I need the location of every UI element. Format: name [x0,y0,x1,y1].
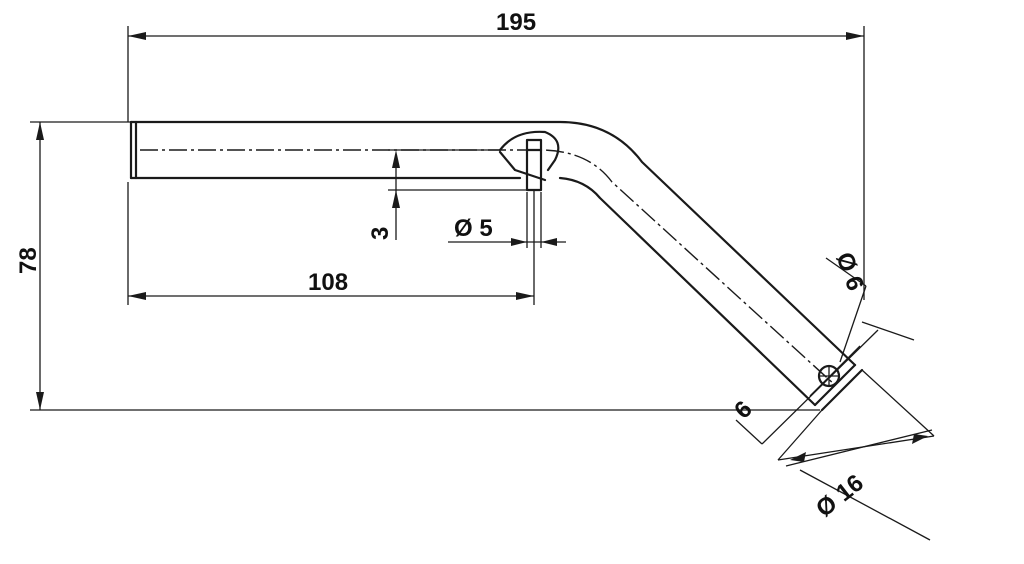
dimension-hole-offset: 3 [367,149,530,240]
dim-label-overall-height: 78 [15,247,42,274]
dimension-end-hole-offset: 6 [729,329,879,445]
dimension-overall-length: 195 [127,9,865,300]
dim-label-hole-offset: 3 [367,227,394,240]
dim-label-end-hole-diameter: Ø 6 [830,249,869,295]
dimension-hole-diameter: Ø 5 [448,192,566,248]
dim-label-tube-diameter: Ø 16 [811,469,869,522]
dimension-overall-height: 78 [15,121,820,411]
dim-label-straight-length: 108 [308,269,348,296]
dim-label-overall-length: 195 [496,9,536,36]
dimension-straight-length: 108 [127,182,535,305]
dim-label-hole-diameter: Ø 5 [454,215,493,242]
tube-centerline [140,149,836,386]
bent-tube [129,120,864,412]
